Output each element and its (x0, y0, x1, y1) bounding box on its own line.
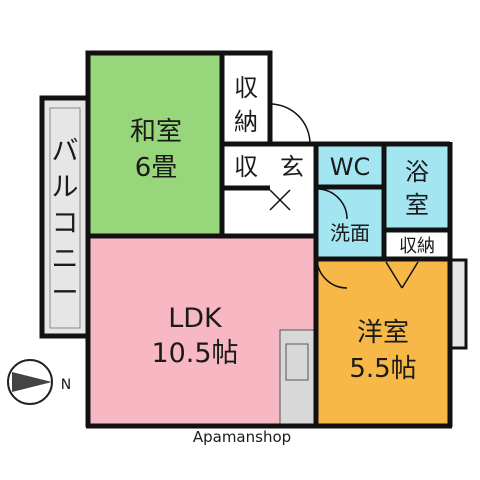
room-storage-top: 収 納 (224, 55, 268, 143)
yoshitsu-size: 5.5帖 (349, 354, 416, 384)
room-washitsu: 和室 6畳 (90, 55, 222, 235)
compass-arrow (12, 372, 52, 392)
compass-label: N (61, 377, 71, 393)
room-wc: WC (317, 146, 383, 186)
bath-line1: 浴 (405, 158, 429, 186)
balcony-char-4: ー (52, 278, 79, 309)
wc-label: WC (330, 153, 371, 181)
room-genkan: 玄 (270, 146, 314, 186)
balcony-char-0: バ (52, 136, 79, 167)
washitsu-name: 和室 (130, 117, 182, 147)
storage-small-label: 収 (234, 153, 258, 181)
watermark: Apamanshop (193, 428, 291, 446)
room-yoshitsu: 洋室 5.5帖 (317, 261, 448, 425)
genkan-label: 玄 (280, 153, 304, 181)
room-bath: 浴 室 (386, 146, 448, 229)
room-storage-right: 収納 (386, 232, 448, 258)
storage-top-line1: 収 (234, 74, 258, 102)
yoshitsu-name: 洋室 (357, 318, 409, 348)
room-senmen: 洗面 (317, 189, 383, 258)
bath-line2: 室 (405, 191, 429, 219)
balcony-char-2: コ (52, 208, 79, 239)
walls (85, 50, 453, 429)
balcony-char-1: ル (52, 172, 79, 203)
washitsu-size: 6畳 (135, 153, 178, 183)
senmen-label: 洗面 (330, 221, 370, 245)
room-ldk: LDK 10.5帖 (90, 238, 314, 425)
balcony: バ ル コ ニ ー (39, 95, 91, 339)
ldk-name: LDK (168, 303, 223, 334)
kitchen-counter (279, 329, 315, 426)
storage-right-label: 収納 (399, 236, 435, 257)
ldk-size: 10.5帖 (151, 338, 238, 369)
hallway (224, 188, 314, 235)
balcony-char-3: ニ (52, 244, 79, 275)
room-storage-small: 収 (224, 146, 268, 186)
compass: N (7, 359, 71, 405)
door-swings (269, 103, 419, 289)
storage-top-line2: 納 (234, 108, 258, 136)
